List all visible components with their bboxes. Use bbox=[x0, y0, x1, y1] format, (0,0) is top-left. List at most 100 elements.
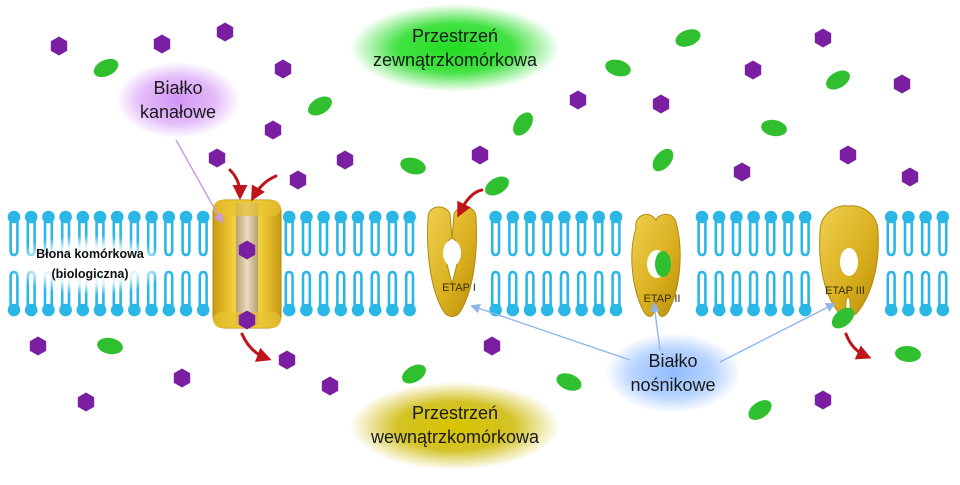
ellipse-molecule-icon bbox=[655, 251, 671, 277]
lipid-molecule bbox=[351, 270, 365, 317]
lipid-molecule bbox=[712, 210, 726, 257]
lipid-molecule bbox=[386, 210, 399, 257]
stage-1-label: ETAP I bbox=[442, 282, 476, 294]
lipid-molecule bbox=[368, 270, 382, 317]
ellipse-molecule-icon bbox=[556, 373, 582, 391]
hexagon-molecule-icon bbox=[50, 36, 68, 56]
lipid-molecule bbox=[317, 270, 330, 317]
ellipse-molecules bbox=[93, 29, 921, 420]
hexagon-molecule-icon bbox=[839, 145, 857, 165]
hexagon-molecule-icon bbox=[274, 59, 292, 79]
hexagon-molecule-icon bbox=[336, 150, 354, 170]
lipid-molecule bbox=[902, 210, 915, 257]
carrier-label-glow bbox=[605, 333, 741, 413]
ellipse-molecule-icon bbox=[605, 59, 631, 77]
hexagon-molecule-icon bbox=[814, 390, 832, 410]
hexagon-molecule-icon bbox=[238, 310, 256, 330]
lipid-molecule bbox=[884, 210, 898, 257]
carrier-protein-stage-1 bbox=[427, 206, 477, 317]
lipid-molecule bbox=[540, 270, 554, 317]
lipid-molecule bbox=[575, 270, 588, 317]
hexagon-molecule-icon bbox=[569, 90, 587, 110]
hexagon-molecule-icon bbox=[216, 22, 234, 42]
lipid-molecule bbox=[403, 270, 416, 317]
lipid-molecule bbox=[781, 210, 795, 257]
lipid-molecule bbox=[317, 210, 330, 257]
ellipse-molecule-icon bbox=[308, 96, 332, 116]
lipid-molecule bbox=[403, 210, 416, 257]
intracellular-glow bbox=[350, 382, 560, 470]
lipid-molecule bbox=[884, 270, 898, 317]
ellipse-molecule-icon bbox=[513, 112, 533, 136]
lipid-molecule bbox=[7, 210, 21, 257]
lipid-molecule bbox=[282, 210, 296, 257]
lipid-molecule bbox=[919, 210, 932, 257]
carrier-protein-stage-3 bbox=[819, 205, 879, 315]
stage-2-label: ETAP II bbox=[643, 293, 681, 305]
lipid-molecule bbox=[712, 270, 726, 317]
ellipse-molecule-icon bbox=[485, 176, 509, 196]
hexagon-molecule-icon bbox=[814, 28, 832, 48]
ellipse-molecule-icon bbox=[400, 157, 426, 175]
lipid-molecule bbox=[902, 270, 915, 317]
lipid-molecule bbox=[609, 210, 623, 257]
lipid-molecule bbox=[179, 210, 193, 257]
hexagon-molecule-icon bbox=[208, 148, 226, 168]
hexagon-molecule-icon bbox=[29, 336, 47, 356]
stage-3-label: ETAP III bbox=[825, 285, 865, 297]
ellipse-molecule-icon bbox=[761, 119, 787, 137]
hexagon-molecules bbox=[29, 22, 919, 412]
lipid-molecule bbox=[558, 270, 571, 317]
ellipse-molecule-icon bbox=[895, 345, 921, 363]
lipid-molecule bbox=[747, 210, 760, 257]
lipid-molecule bbox=[540, 210, 554, 257]
lipid-molecule bbox=[609, 270, 623, 317]
lipid-molecule bbox=[592, 270, 606, 317]
lipid-molecule bbox=[334, 270, 348, 317]
lipid-molecule bbox=[936, 210, 950, 257]
lipid-molecule bbox=[179, 270, 193, 317]
hexagon-molecule-icon bbox=[278, 350, 296, 370]
lipid-molecule bbox=[730, 210, 743, 257]
lipid-molecule bbox=[162, 210, 176, 257]
lipid-molecule bbox=[764, 210, 778, 257]
lipid-molecule bbox=[730, 270, 743, 317]
hexagon-molecule-icon bbox=[471, 145, 489, 165]
pointer-lines bbox=[175, 139, 836, 363]
lipid-molecule bbox=[368, 210, 382, 257]
hexagon-molecule-icon bbox=[173, 368, 191, 388]
lipid-molecule bbox=[781, 270, 795, 317]
channel-protein bbox=[212, 199, 282, 329]
lipid-molecule bbox=[300, 270, 313, 317]
lipid-molecule bbox=[386, 270, 399, 317]
lipid-molecule bbox=[351, 210, 365, 257]
hexagon-molecule-icon bbox=[264, 120, 282, 140]
lipid-molecule bbox=[798, 270, 812, 317]
ellipse-molecule-icon bbox=[675, 29, 701, 47]
lipid-molecule bbox=[747, 270, 760, 317]
lipid-molecule bbox=[162, 270, 176, 317]
hexagon-molecule-icon bbox=[652, 94, 670, 114]
lipid-molecule bbox=[506, 210, 520, 257]
hexagon-molecule-icon bbox=[289, 170, 307, 190]
lipid-molecule bbox=[936, 270, 950, 317]
ellipse-molecule-icon bbox=[652, 148, 674, 172]
hexagon-molecule-icon bbox=[238, 240, 256, 260]
ellipse-molecule-icon bbox=[826, 70, 850, 90]
lipid-molecule bbox=[764, 270, 778, 317]
ellipse-molecule-icon bbox=[402, 364, 426, 384]
lipid-molecule bbox=[523, 210, 537, 257]
lipid-molecule bbox=[196, 270, 210, 317]
lipid-molecule bbox=[575, 210, 588, 257]
lipid-molecule bbox=[695, 210, 709, 257]
hexagon-molecule-icon bbox=[893, 74, 911, 94]
lipid-molecule bbox=[523, 270, 537, 317]
lipid-molecule bbox=[798, 210, 812, 257]
ellipse-molecule-icon bbox=[831, 307, 855, 329]
lipid-molecule bbox=[300, 210, 313, 257]
ellipse-molecule-icon bbox=[748, 400, 772, 420]
hexagon-molecule-icon bbox=[733, 162, 751, 182]
lipid-molecule bbox=[558, 210, 571, 257]
hexagon-molecule-icon bbox=[483, 336, 501, 356]
lipid-molecule bbox=[919, 270, 932, 317]
